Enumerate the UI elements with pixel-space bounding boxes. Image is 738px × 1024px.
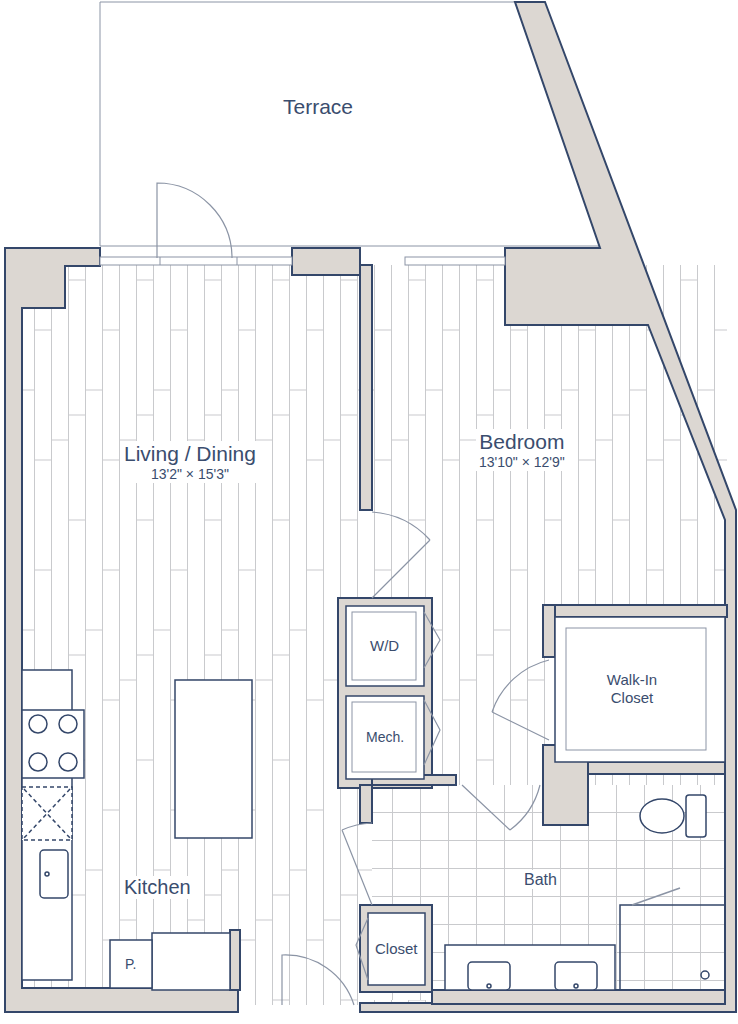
closet-interior (368, 913, 425, 985)
kitchen-fixture (22, 787, 72, 840)
interior-wall (543, 605, 555, 657)
window (405, 257, 505, 265)
door-swing (424, 612, 440, 765)
room-name: P. (125, 956, 136, 973)
wall (360, 265, 372, 510)
room-name: Bedroom (476, 429, 568, 454)
kitchen-fixture (110, 940, 152, 988)
room-region: Bath (519, 868, 562, 891)
kitchen-fixture (175, 680, 252, 838)
window (237, 257, 238, 265)
kitchen-fixture (40, 850, 68, 898)
wall (360, 2, 736, 1012)
closet-shelf (566, 628, 706, 750)
bath-fixture (701, 971, 709, 979)
wall (292, 248, 360, 275)
kitchen-fixture (22, 670, 252, 990)
door-swing (157, 183, 549, 1005)
wall (5, 2, 736, 1012)
room-name: Closet (375, 940, 418, 958)
closet-shelf (352, 702, 416, 772)
bath-fixture (686, 795, 706, 837)
pantry-box: P. (123, 954, 138, 975)
closet-interior (346, 696, 424, 779)
room-region: Terrace (281, 92, 355, 121)
room-label: Kitchen (121, 876, 194, 899)
closet-interior (346, 606, 725, 985)
bath-fixture (640, 799, 684, 833)
closet-box: W/D (368, 635, 401, 657)
room-dimensions: 13'10" × 12'9" (476, 454, 568, 471)
floor (22, 265, 727, 1005)
bath-fixture (487, 984, 491, 988)
window (100, 257, 292, 265)
closet-box: Mech. (364, 727, 406, 748)
wall (230, 930, 240, 990)
room-name: Living / Dining (121, 441, 259, 466)
door-swing (342, 823, 372, 905)
closet-box: Closet (373, 938, 420, 960)
room-name: Terrace (283, 94, 353, 119)
interior-wall (543, 605, 727, 617)
interior-wall (360, 785, 372, 823)
closet-shelf (352, 612, 416, 680)
room-name: Mech. (366, 729, 404, 746)
door-swing (492, 660, 549, 740)
closet-shelf (352, 612, 706, 772)
door-swing (157, 183, 232, 258)
bath-fixture (468, 962, 510, 990)
kitchen-fixture (29, 715, 47, 733)
window (100, 257, 505, 265)
bath-fixture (574, 984, 578, 988)
closet-interior (346, 606, 424, 686)
kitchen-fixture (59, 715, 77, 733)
window (160, 257, 161, 265)
kitchen-fixture (22, 710, 84, 778)
kitchen-fixture (24, 789, 70, 838)
room-region: Living / Dining13'2" × 15'3" (119, 439, 261, 485)
bath-fixture (555, 962, 597, 990)
interior-wall (338, 598, 432, 788)
closet-box: Walk-In Closet (590, 669, 674, 709)
interior-wall (338, 598, 727, 1004)
room-name: W/D (370, 637, 399, 655)
closet-interior (555, 617, 725, 762)
room-name: Walk-In Closet (592, 671, 672, 707)
floor (22, 265, 727, 1005)
kitchen-fixture (29, 753, 47, 771)
interior-wall (360, 905, 432, 992)
bath-fixture (620, 905, 725, 990)
bath-fixture (632, 888, 680, 905)
kitchen-fixture (45, 872, 49, 876)
wall (5, 248, 238, 1012)
kitchen-fixture (152, 933, 230, 990)
room-region: Bedroom13'10" × 12'9" (474, 427, 570, 473)
door-swing (372, 512, 430, 598)
interior-wall (588, 762, 725, 774)
kitchen-fixture (59, 753, 77, 771)
room-name: Bath (521, 870, 560, 889)
bath-fixture (445, 795, 725, 990)
door-swing (356, 918, 368, 980)
room-dimensions: 13'2" × 15'3" (121, 466, 259, 483)
terrace-outline (100, 2, 600, 246)
interior-wall (432, 990, 725, 1004)
bath-fixture (445, 945, 615, 990)
door-swing (282, 955, 354, 1005)
door-swing (462, 785, 540, 830)
